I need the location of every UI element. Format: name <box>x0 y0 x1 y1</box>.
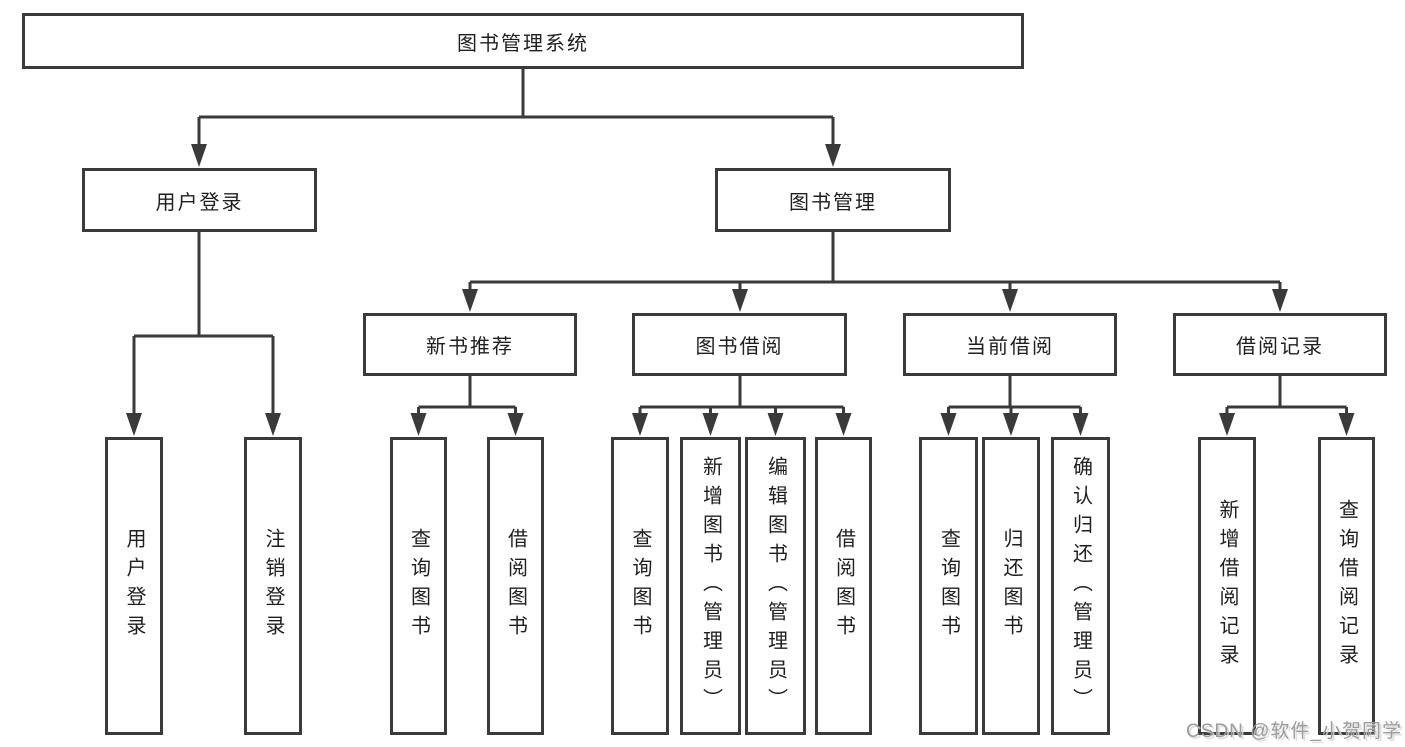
leaf-return-book-label: 归还图书 <box>1000 528 1022 644</box>
leaf-query-book-recommend-label: 查询图书 <box>407 528 430 644</box>
node-book-borrowing-label: 图书借阅 <box>695 336 784 358</box>
node-current-borrowing-label: 当前借阅 <box>966 336 1054 358</box>
leaf-query-book-current-label: 查询图书 <box>937 528 960 644</box>
leaf-logout: 注销登录 <box>244 437 302 735</box>
leaf-logout-label: 注销登录 <box>262 528 284 644</box>
leaf-borrow-book-label: 借阅图书 <box>832 528 855 644</box>
leaf-add-book-admin: 新增图书（管理员） <box>680 437 741 735</box>
leaf-user-login: 用户登录 <box>105 437 163 735</box>
leaf-confirm-return-admin-label: 确认归还（管理员） <box>1069 455 1092 717</box>
node-user-login-label: 用户登录 <box>155 191 244 214</box>
leaf-edit-book-admin: 编辑图书（管理员） <box>745 437 806 735</box>
leaf-borrow-book-recommend: 借阅图书 <box>487 437 544 735</box>
node-root-label: 图书管理系统 <box>457 32 589 55</box>
node-book-borrowing: 图书借阅 <box>632 313 847 376</box>
leaf-query-borrow-record: 查询借阅记录 <box>1318 437 1375 735</box>
node-book-management: 图书管理 <box>715 168 951 232</box>
leaf-borrow-book: 借阅图书 <box>815 437 872 735</box>
leaf-add-book-admin-label: 新增图书（管理员） <box>699 455 722 717</box>
node-root-system: 图书管理系统 <box>22 13 1024 69</box>
node-borrow-records-label: 借阅记录 <box>1236 336 1324 358</box>
leaf-query-borrow-record-label: 查询借阅记录 <box>1335 499 1358 673</box>
node-current-borrowing: 当前借阅 <box>903 313 1117 376</box>
leaf-query-book-recommend: 查询图书 <box>390 437 447 735</box>
node-borrow-records: 借阅记录 <box>1173 313 1387 376</box>
leaf-return-book: 归还图书 <box>982 437 1040 735</box>
leaf-edit-book-admin-label: 编辑图书（管理员） <box>764 455 787 717</box>
node-user-login: 用户登录 <box>82 168 317 232</box>
csdn-watermark: CSDN @软件_小贺同学 <box>1186 721 1402 742</box>
leaf-query-book-current: 查询图书 <box>919 437 978 735</box>
node-new-book-recommend: 新书推荐 <box>363 313 577 376</box>
node-book-management-label: 图书管理 <box>789 191 877 214</box>
leaf-confirm-return-admin: 确认归还（管理员） <box>1051 437 1110 735</box>
leaf-query-book-borrowing-label: 查询图书 <box>629 528 651 644</box>
leaf-add-borrow-record: 新增借阅记录 <box>1198 437 1256 735</box>
leaf-user-login-label: 用户登录 <box>123 528 145 644</box>
leaf-borrow-book-recommend-label: 借阅图书 <box>504 528 527 644</box>
leaf-query-book-borrowing: 查询图书 <box>611 437 669 735</box>
node-new-book-recommend-label: 新书推荐 <box>426 336 514 358</box>
leaf-add-borrow-record-label: 新增借阅记录 <box>1216 499 1238 673</box>
